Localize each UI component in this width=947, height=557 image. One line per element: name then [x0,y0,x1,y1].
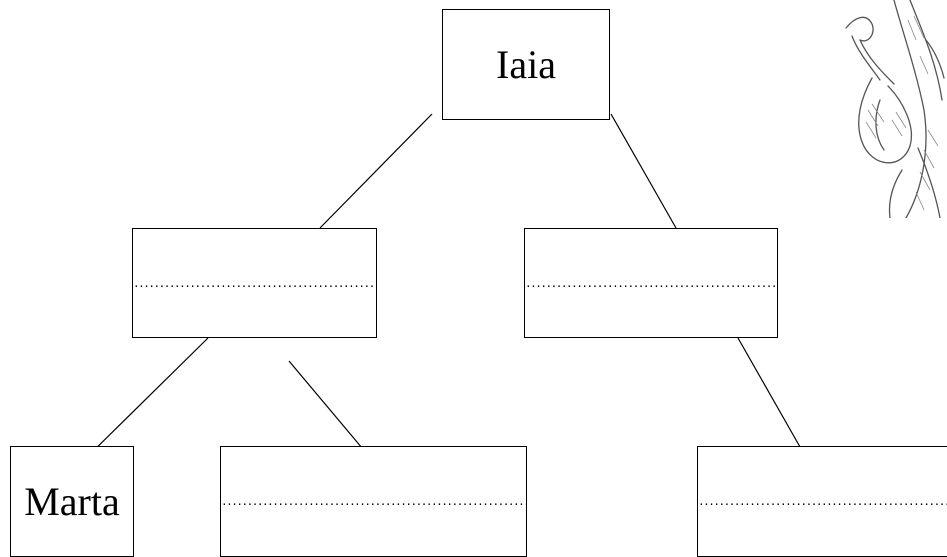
connector-root-left [319,113,433,229]
blank-line[interactable]: ........................................… [525,276,777,290]
sketch-figure-icon [845,0,945,218]
root-node: Iaia [442,9,610,120]
connector-root-right [610,113,677,229]
left-child-node[interactable]: ........................................… [132,228,377,338]
blank-line[interactable]: ........................................… [221,495,526,508]
connector-left-marta [77,337,209,467]
blank-line[interactable]: ........................................… [698,495,947,508]
far-right-grandchild-node[interactable]: ........................................… [697,446,947,557]
marta-node: Marta [10,446,134,557]
marta-label: Marta [24,479,120,524]
blank-line[interactable]: ........................................… [133,276,376,290]
root-label: Iaia [496,42,556,87]
mid-grandchild-node[interactable]: ........................................… [220,446,527,557]
right-child-node[interactable]: ........................................… [524,228,778,338]
